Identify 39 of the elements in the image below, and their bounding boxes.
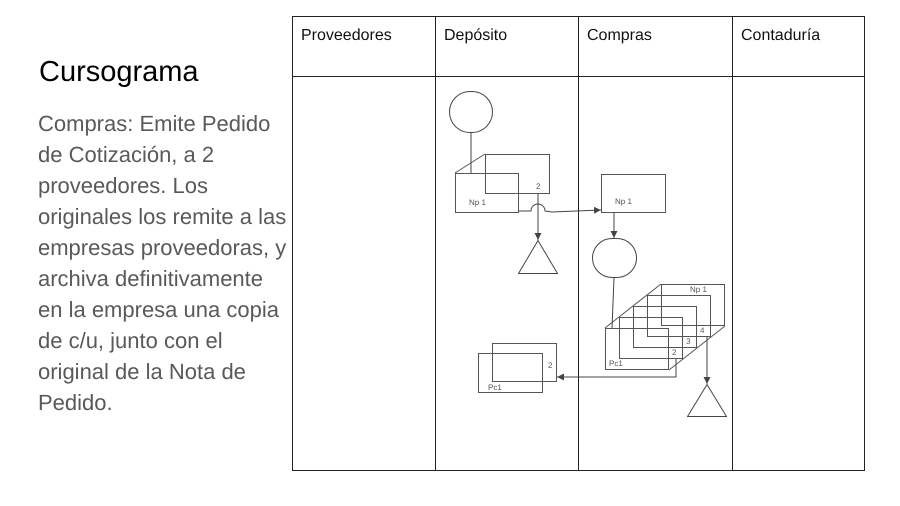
- document-shape: [601, 174, 666, 213]
- document-shape: [633, 306, 697, 348]
- lane-title: Depósito: [444, 28, 508, 44]
- connector-line: [612, 278, 614, 328]
- document-shape: [605, 328, 669, 370]
- triangle-symbol: [518, 240, 558, 274]
- document-shape: [455, 173, 519, 213]
- document-shape: [492, 343, 557, 382]
- document-label: Np 1: [469, 199, 486, 207]
- document-label: Pc1: [609, 360, 623, 368]
- document-shape: [478, 353, 543, 393]
- swimlane: [292, 16, 435, 471]
- document-label: 4: [700, 327, 704, 335]
- swimlane: [435, 16, 578, 471]
- document-label: 3: [686, 338, 690, 346]
- lane-title: Contaduría: [741, 28, 820, 44]
- description-text: Compras: Emite Pedido de Cotización, a 2 proveedores. Los originales los remite a las empresas proveedoras, y archiva definitivamente en la empresa una copia de c/u, junto con el original de la Nota de Pedido.: [38, 110, 288, 417]
- document-label: 2: [672, 349, 676, 357]
- document-label: 2: [548, 362, 552, 370]
- document-shape: [647, 295, 711, 337]
- lane-title: Proveedores: [301, 28, 392, 44]
- arrow: [556, 358, 676, 380]
- arrow: [704, 336, 710, 384]
- document-shape: [619, 317, 683, 359]
- document-shape: [661, 284, 725, 326]
- document-label: Np 1: [615, 198, 632, 206]
- arrow: [518, 204, 602, 214]
- swimlane: [732, 16, 865, 471]
- lane-title: Compras: [587, 28, 652, 44]
- document-shape: [485, 154, 550, 194]
- arrow: [534, 194, 542, 240]
- document-label: Pc1: [488, 384, 502, 392]
- document-label: 2: [536, 183, 540, 191]
- connector-line: [470, 132, 472, 174]
- triangle-symbol: [687, 384, 727, 417]
- slide-title: Cursograma: [39, 58, 199, 87]
- swimlane: [578, 16, 732, 471]
- arrow: [610, 212, 618, 238]
- document-label: Np 1: [690, 286, 707, 294]
